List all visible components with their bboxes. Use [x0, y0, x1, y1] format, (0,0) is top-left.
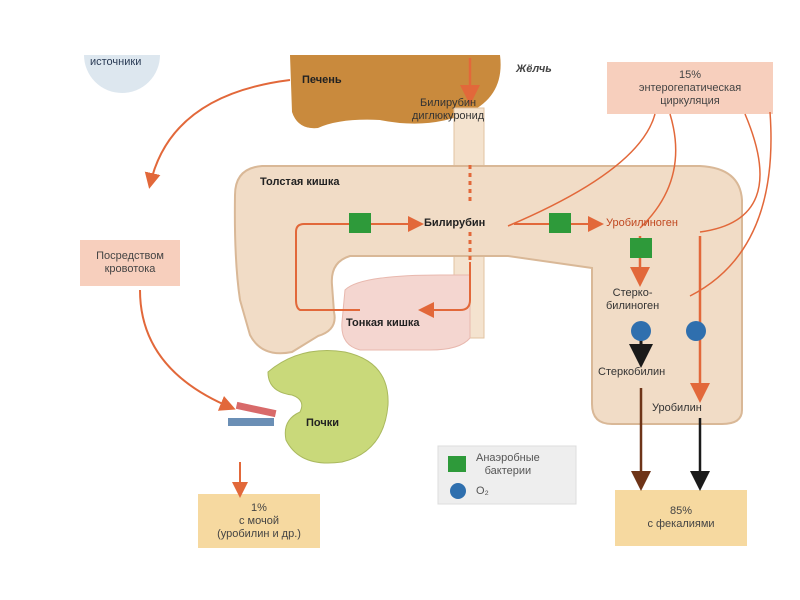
curve-eh-2: [639, 113, 677, 229]
arrow-blood-to-kidney: [139, 289, 236, 411]
blood-box: [80, 240, 180, 286]
curve-eh-4: [689, 111, 772, 297]
urine-text: 1% с мочой (уробилин и др.): [217, 501, 301, 540]
bilirubin-diglucuronide-label: Билирубин диглюкуронид: [412, 97, 485, 122]
bacteria-square-3: [630, 238, 652, 258]
legend-o2-label: O₂: [476, 485, 489, 497]
feces-box: [615, 490, 747, 546]
o2-dot-2: [686, 321, 706, 341]
legend-o2-icon: [450, 483, 466, 499]
bacteria-square-2: [549, 213, 571, 233]
liver-shape: [290, 55, 501, 129]
urobilin-label: Уробилин: [652, 402, 702, 414]
enterohepatic-box: [607, 62, 773, 114]
renal-vessel-red: [235, 401, 277, 418]
stercobilinogen-label: Стерко- билиноген: [606, 287, 660, 312]
legend-bacteria-icon: [448, 456, 466, 472]
urobilinogen-label: Уробилиноген: [606, 217, 678, 229]
small-intestine-label: Тонкая кишка: [346, 317, 420, 329]
kidney-shape: [267, 350, 389, 464]
bilirubin-label: Билирубин: [424, 217, 486, 229]
bile-label: Жёлчь: [516, 63, 552, 75]
urine-box: [198, 494, 320, 548]
legend-bacteria-label: Анаэробные бактерии: [476, 452, 540, 477]
blood-text: Посредством кровотока: [96, 250, 164, 275]
stercobilin-label: Стеркобилин: [598, 366, 666, 378]
curve-eh-3: [699, 113, 761, 233]
source-circle-visible: [84, 55, 160, 93]
feces-text: 85% с фекалиями: [647, 505, 715, 530]
bacteria-square-1: [349, 213, 371, 233]
renal-vessel-blue: [228, 418, 274, 426]
arrow-duct-to-small-intestine: [418, 262, 471, 318]
kidneys-label: Почки: [306, 417, 340, 429]
arrow-loop-to-bilirubin: [295, 216, 424, 311]
small-intestine-shape: [341, 274, 471, 351]
colon-label: Толстая кишка: [260, 176, 340, 188]
arrow-liver-to-blood: [144, 79, 291, 189]
sources-label: источники: [90, 56, 142, 68]
enterohepatic-text: 15% энтерогепатическая циркуляция: [638, 68, 742, 107]
o2-dot-1: [631, 321, 651, 341]
liver-label: Печень: [302, 74, 342, 86]
curve-eh-1: [507, 113, 656, 227]
